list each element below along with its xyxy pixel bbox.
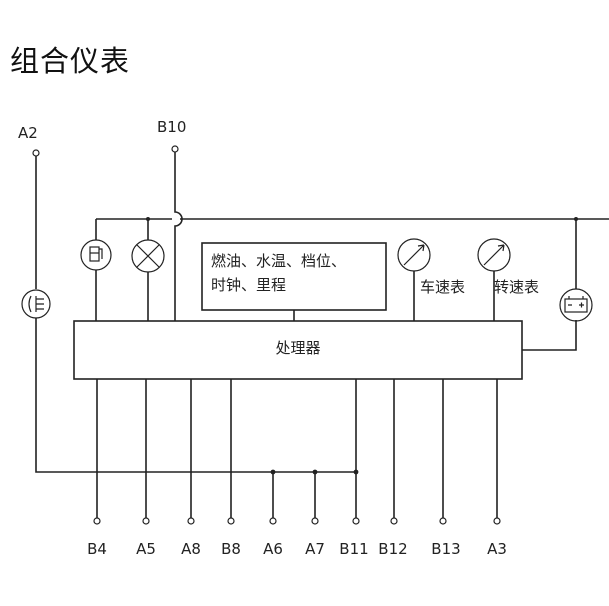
processor-box <box>73 320 523 380</box>
terminal-b8 <box>227 517 235 525</box>
terminal-label-a2: A2 <box>18 124 38 142</box>
terminal-label-a3: A3 <box>487 540 507 558</box>
terminal-a5 <box>142 517 150 525</box>
terminal-a3 <box>493 517 501 525</box>
lamp-icon <box>131 239 165 273</box>
terminal-label-b13: B13 <box>431 540 460 558</box>
terminal-label-b10: B10 <box>157 118 186 136</box>
display-line-2: 时钟、里程 <box>211 276 286 294</box>
fuel-pump-icon <box>80 239 112 271</box>
b10-wire <box>174 152 183 321</box>
terminal-b4 <box>93 517 101 525</box>
speedometer-icon <box>397 238 431 272</box>
a2-wire <box>35 156 356 473</box>
page-title: 组合仪表 <box>10 44 131 78</box>
terminal-b12 <box>390 517 398 525</box>
terminal-label-a7: A7 <box>305 540 325 558</box>
turn-signal-icon <box>21 289 51 319</box>
terminal-b11 <box>352 517 360 525</box>
terminal-b13 <box>439 517 447 525</box>
terminal-label-b4: B4 <box>87 540 107 558</box>
bottom-terminals <box>93 517 501 525</box>
terminal-a2 <box>32 149 40 157</box>
terminal-b10 <box>171 145 179 153</box>
tachometer-label: 转速表 <box>494 278 539 296</box>
terminal-label-b8: B8 <box>221 540 241 558</box>
terminal-a6 <box>269 517 277 525</box>
processor-label: 处理器 <box>275 339 320 357</box>
terminal-a7 <box>311 517 319 525</box>
tachometer-icon <box>477 238 511 272</box>
speedometer-label: 车速表 <box>420 278 465 296</box>
terminal-label-a5: A5 <box>136 540 156 558</box>
terminal-a8 <box>187 517 195 525</box>
terminal-label-b12: B12 <box>378 540 407 558</box>
display-line-1: 燃油、水温、档位、 <box>211 252 346 270</box>
terminal-label-a8: A8 <box>181 540 201 558</box>
display-box <box>201 242 387 311</box>
terminal-label-a6: A6 <box>263 540 283 558</box>
terminal-label-b11: B11 <box>339 540 368 558</box>
battery-icon <box>559 288 593 322</box>
